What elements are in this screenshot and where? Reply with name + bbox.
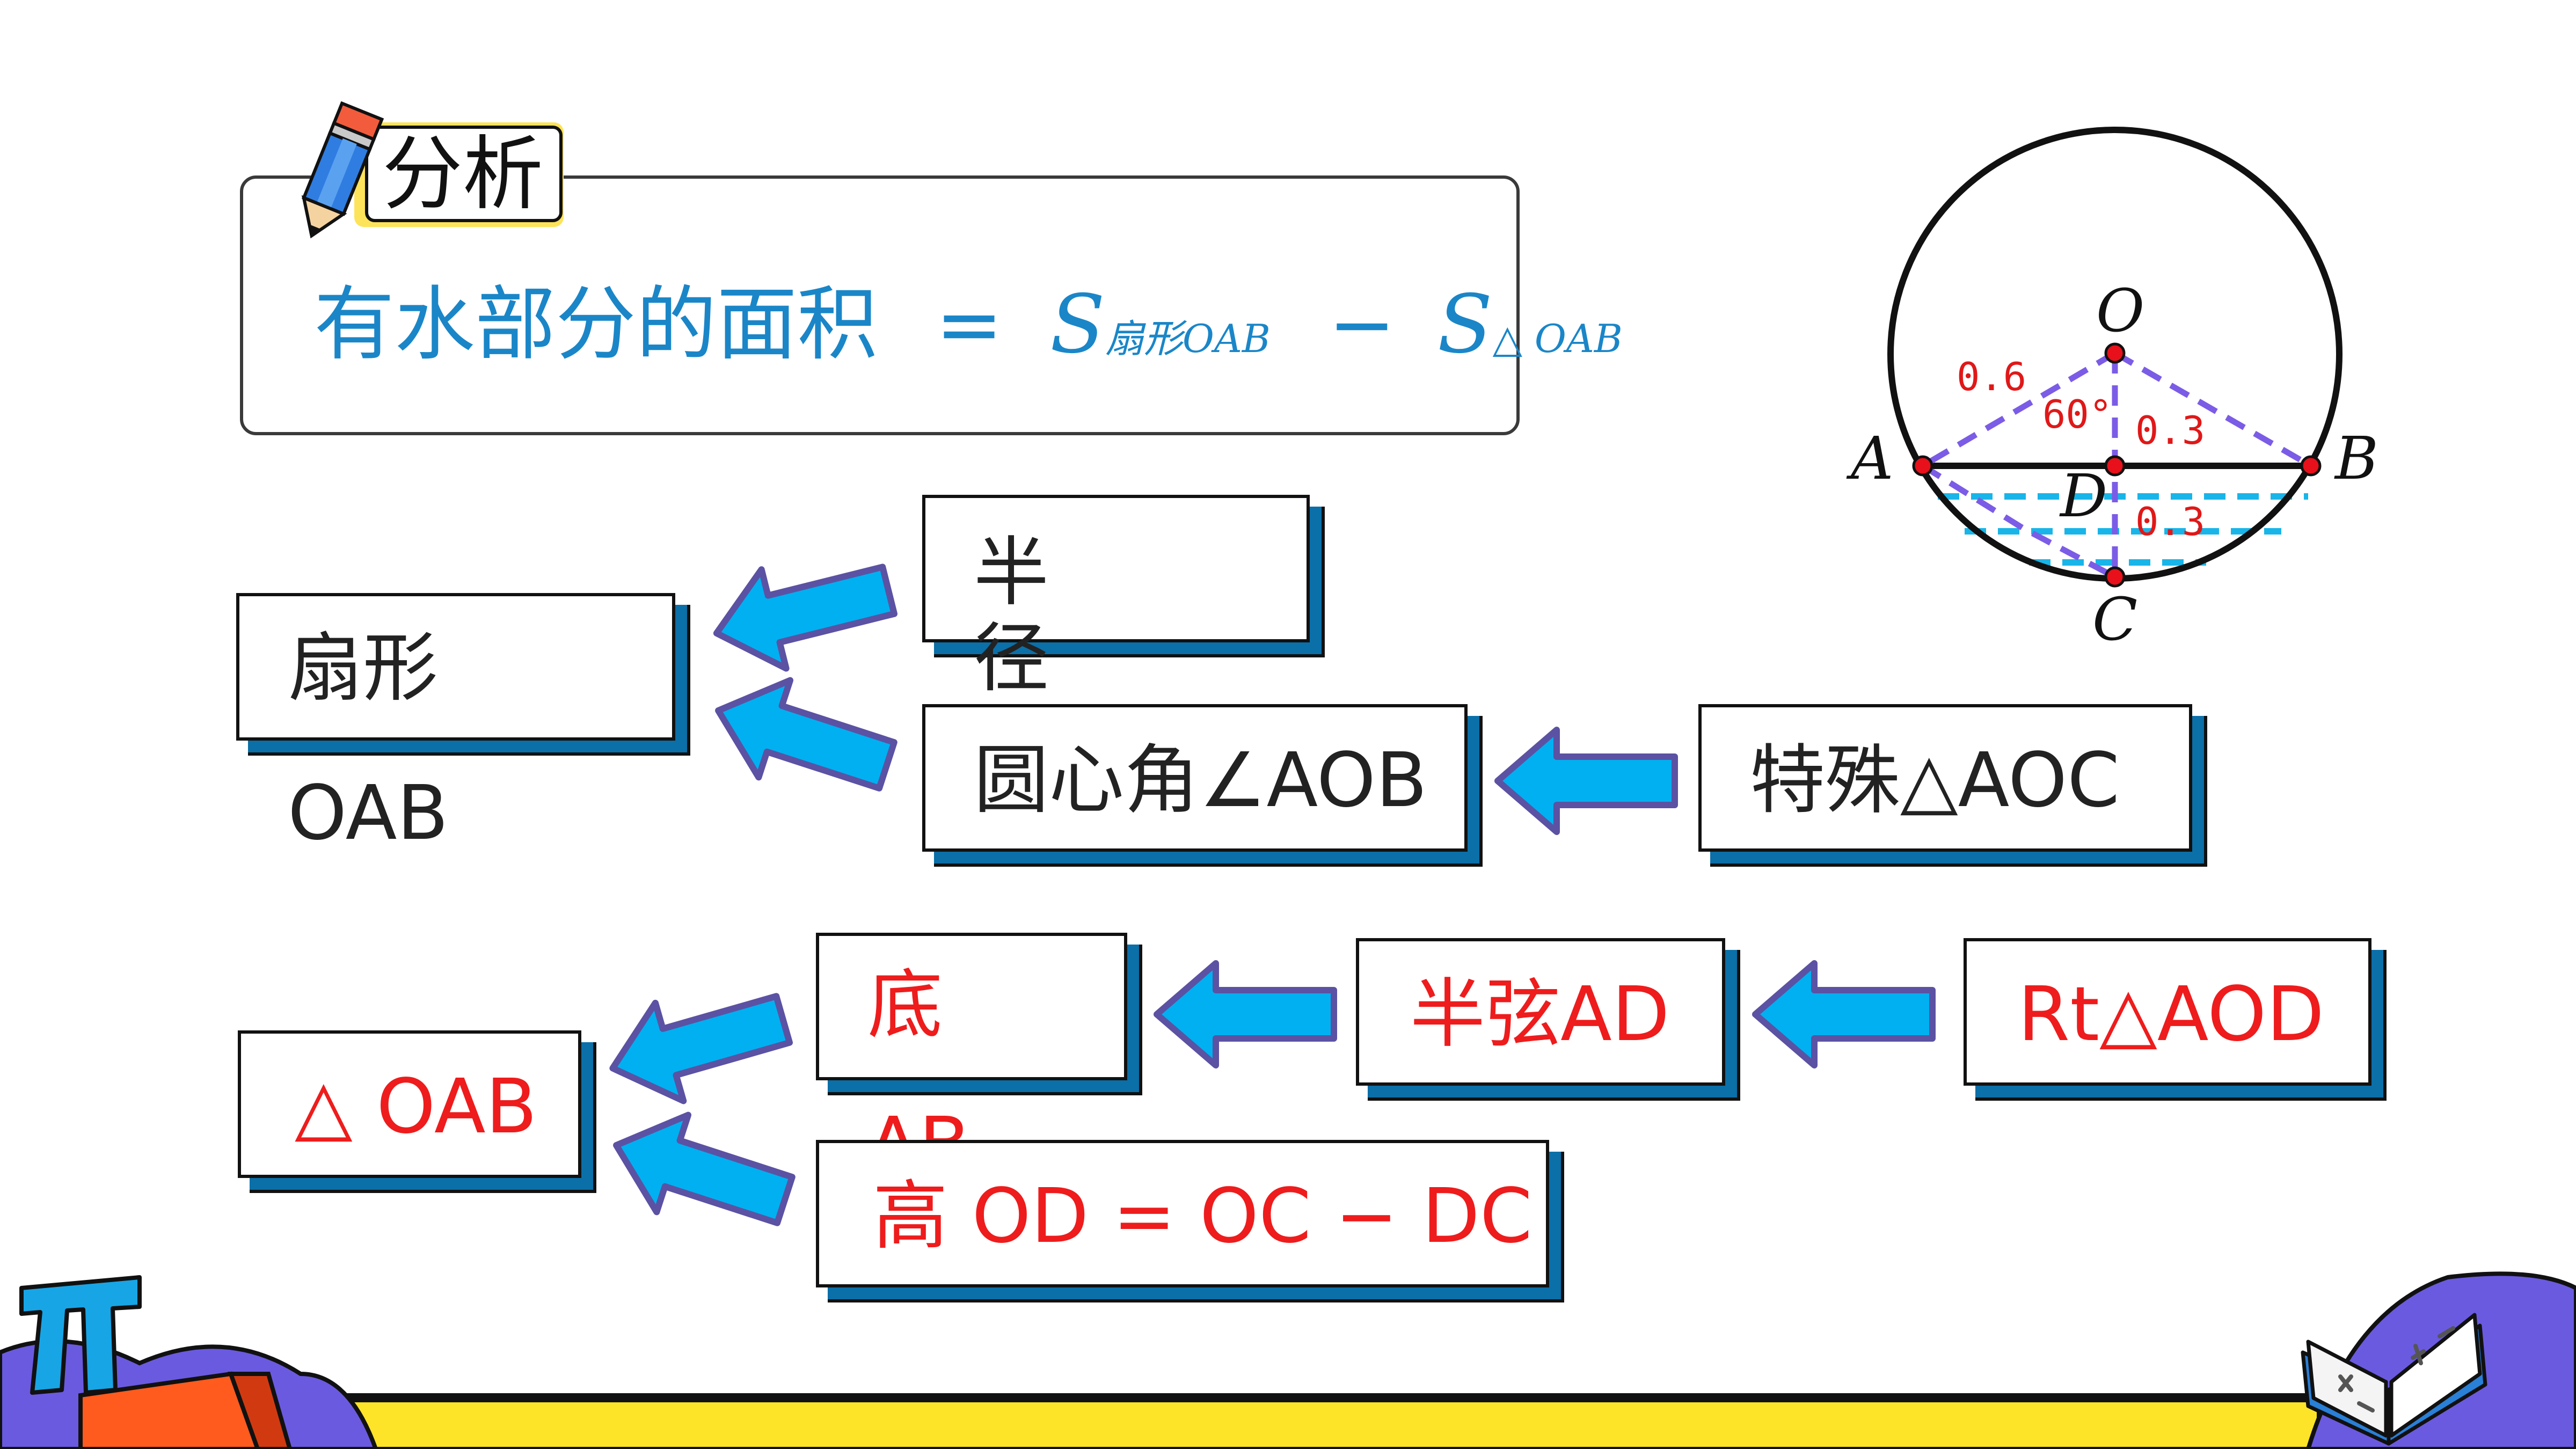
point-b [2300,455,2322,477]
box-sector: 扇形 OAB [236,593,675,857]
box-rt-triangle: Rt△AOD [1964,938,2371,1086]
point-a [1912,455,1933,477]
arrow-icon [1755,963,1932,1065]
arrow-icon [704,541,901,683]
box-special-triangle: 特殊△AOC [1698,704,2192,852]
box-radius: 半径 OA [922,495,1310,788]
box-triangle-oab: △ OAB [238,1030,581,1178]
label-d: D [2060,462,2108,530]
circle-figure [1887,127,2343,588]
area-formula: 有水部分的面积 = S扇形OAB − S△ OAB [314,271,1623,392]
point-c [2104,566,2126,588]
formula-equals: = [935,278,1003,371]
label-o: O [2096,276,2145,345]
arrow-icon [703,662,903,814]
open-book-icon [2301,1313,2487,1446]
arrow-icon [1157,963,1334,1065]
box-base: 底 AB [816,933,1127,1189]
label-length-oa: 0.6 [1957,354,2027,399]
analysis-tab-label: 分析 [382,128,544,221]
arrow-icon [599,970,797,1117]
box-central-angle: 圆心角∠AOB [922,704,1468,852]
water-area [1938,493,2308,566]
label-a: A [1851,424,1894,493]
arrow-icon [1498,730,1675,832]
point-d [2104,455,2126,477]
formula-s2: S [1437,278,1493,371]
formula-minus: − [1328,278,1396,371]
point-o [2104,342,2126,364]
box-half-chord: 半弦AD [1356,938,1725,1086]
label-length-dc: 0.3 [2135,499,2206,544]
analysis-tab [365,126,563,222]
formula-lhs: 有水部分的面积 [314,278,878,371]
label-length-od: 0.3 [2135,408,2206,453]
formula-s1: S [1050,278,1105,371]
bottom-decoration [0,1271,2576,1449]
label-angle: 60° [2042,392,2113,437]
label-b: B [2335,424,2378,493]
formula-sub2: △ OAB [1492,316,1623,361]
formula-sub1: 扇形OAB [1105,316,1271,361]
pencil-icon [301,101,384,239]
label-c: C [2092,585,2138,654]
pi-icon [19,1275,142,1395]
box-height: 高 OD = OC − DC [816,1140,1549,1287]
